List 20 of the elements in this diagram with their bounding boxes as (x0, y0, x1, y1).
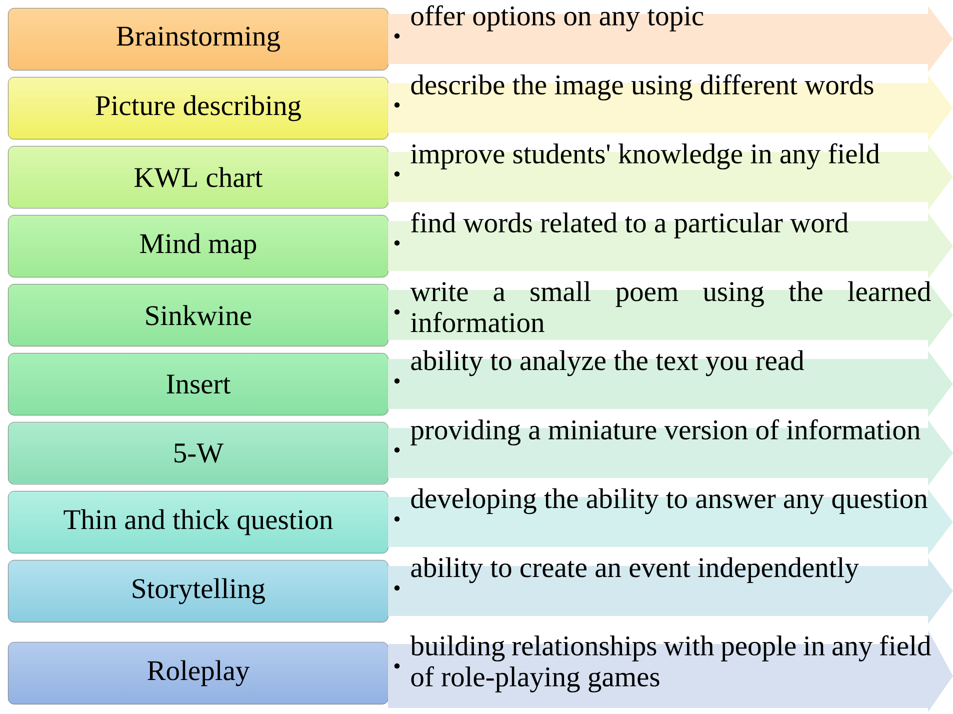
text-banner: building relationships with people in any field of role-playing games (388, 630, 953, 712)
method-box: 5-W (8, 422, 388, 484)
method-box: Sinkwine (8, 284, 388, 346)
text-banner: improve students' knowledge in any field (388, 143, 953, 210)
method-box: Picture describing (8, 77, 388, 140)
method-box: Mind map (8, 215, 388, 278)
text-banner: write a small poem using the learned information (388, 281, 953, 348)
text-banner: developing the ability to answer any question (388, 488, 953, 555)
text-banner: describe the image using different words (388, 74, 953, 141)
method-box: Brainstorming (8, 8, 388, 70)
text-banner: ability to analyze the text you read (388, 350, 953, 417)
method-box: Insert (8, 353, 388, 416)
method-box: Storytelling (8, 560, 388, 622)
text-banner: ability to create an event independently (388, 557, 953, 624)
method-box: Thin and thick question (8, 491, 388, 554)
text-banner: offer options on any topic (388, 5, 953, 72)
method-box: KWL chart (8, 146, 388, 208)
text-banner: find words related to a particular word (388, 212, 953, 279)
text-banner: providing a miniature version of information (388, 419, 953, 486)
method-box: Roleplay (8, 642, 388, 704)
